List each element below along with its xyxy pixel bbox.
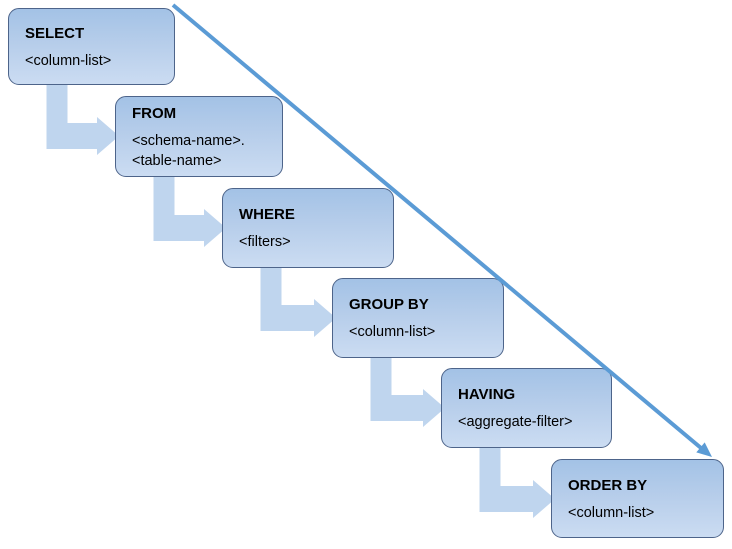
- step-title: HAVING: [458, 386, 516, 403]
- step-subtitle: <column-list>: [568, 504, 655, 521]
- step-box-where: WHERE <filters>: [222, 188, 394, 268]
- step-box-order-by: ORDER BY <column-list>: [551, 459, 724, 538]
- step-title: WHERE: [239, 206, 295, 223]
- bent-arrow-from-to-where: [153, 175, 226, 247]
- step-box-from: FROM <schema-name>.<table-name>: [115, 96, 283, 177]
- step-subtitle: <column-list>: [349, 324, 436, 340]
- step-subtitle: <schema-name>.<table-name>: [132, 132, 245, 169]
- bent-arrow-where-to-group-by: [260, 266, 336, 337]
- bent-arrow-select-to-from: [46, 83, 119, 155]
- step-title: ORDER BY: [568, 476, 648, 494]
- step-box-group-by: GROUP BY <column-list>: [332, 278, 504, 358]
- diagonal-arrow-shaft: [171, 3, 703, 450]
- step-title: FROM: [132, 104, 177, 122]
- bent-arrow-group-by-to-having: [370, 356, 445, 427]
- step-title: SELECT: [25, 24, 85, 42]
- step-box-having: HAVING <aggregate-filter>: [441, 368, 612, 448]
- diagonal-arrow-head: [696, 442, 712, 457]
- step-subtitle: <column-list>: [25, 52, 112, 69]
- bent-arrow-having-to-order-by: [479, 446, 555, 518]
- step-title: GROUP BY: [349, 296, 429, 313]
- step-subtitle: <aggregate-filter>: [458, 414, 573, 430]
- diagonal-arrow-select-to-order-by: [171, 3, 712, 457]
- step-box-select: SELECT <column-list>: [8, 8, 175, 85]
- step-subtitle: <filters>: [239, 234, 291, 250]
